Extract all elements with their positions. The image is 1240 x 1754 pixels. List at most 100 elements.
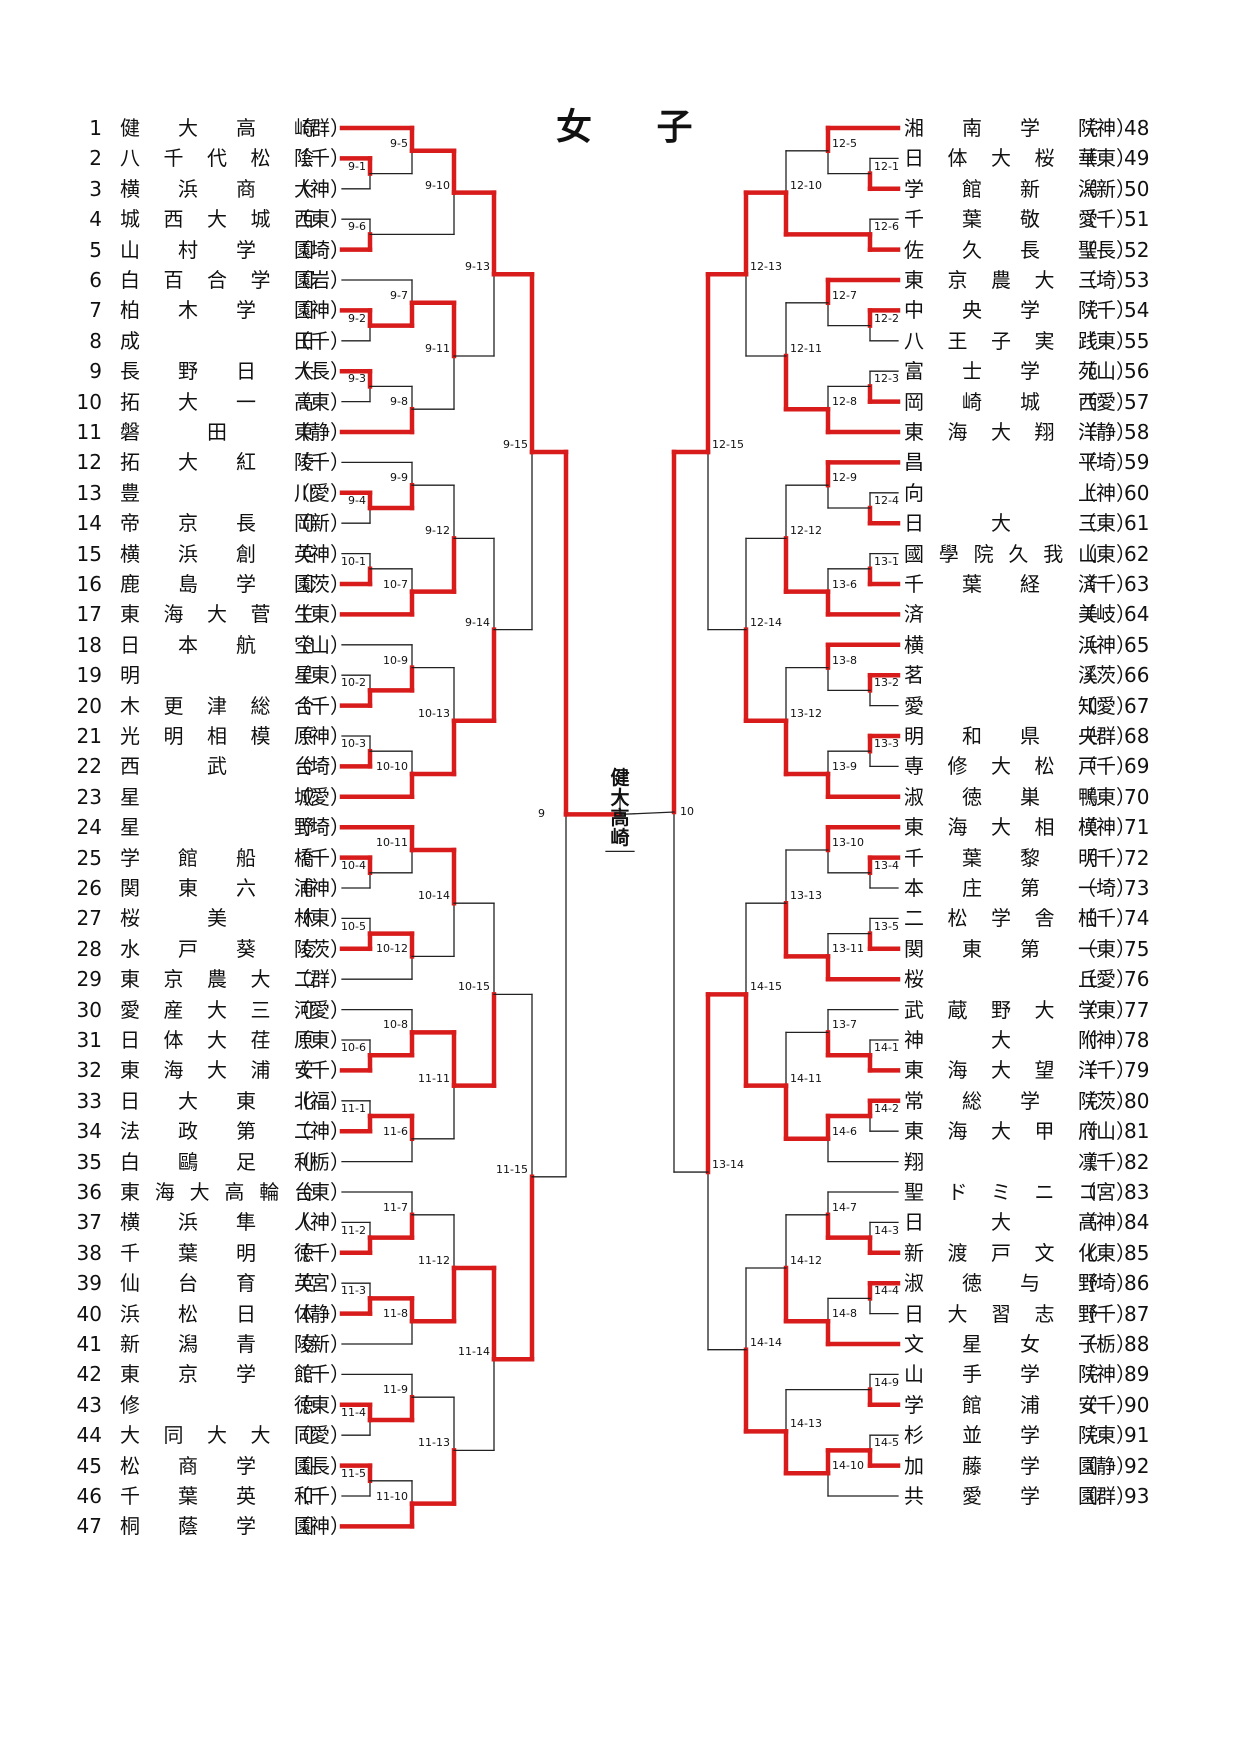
team-number: 35 [76,1149,102,1174]
team-number: 17 [76,602,102,627]
match-label: 12-14 [750,615,782,629]
team-prefecture: （千） [1076,754,1136,779]
match-label: 9-13 [465,260,490,274]
team-number: 67 [1124,693,1150,718]
team-prefecture: （埼） [1076,268,1136,292]
match-label: 10-2 [341,676,366,690]
match-label: 13-14 [712,1158,744,1172]
team-prefecture: （長） [1076,237,1136,262]
team-number: 46 [76,1484,102,1508]
team-number: 31 [76,1028,102,1052]
team-prefecture: （山） [290,632,350,657]
team-name: 新渡戸文化 [904,1240,1098,1265]
match-label: 11-12 [418,1254,450,1267]
team-name: 日大習志野 [904,1301,1098,1326]
team-name: 健大高崎 [120,116,314,140]
team-prefecture: （栃） [290,1149,350,1174]
team-number: 8 [89,328,102,353]
team-name: 佐久長聖 [904,237,1098,262]
team-prefecture: （神） [290,876,350,900]
match-label: 14-4 [874,1284,899,1298]
team-name: 日大高 [904,1210,1098,1235]
team-number: 6 [89,268,102,292]
team-name: 柏木学園 [120,298,314,323]
team-number: 43 [76,1392,102,1417]
team-number: 61 [1124,511,1150,536]
match-label: 11-10 [376,1489,408,1503]
team-name: 常総学院 [904,1088,1098,1113]
match-label: 9-11 [425,342,450,355]
team-number: 9 [89,359,102,384]
team-number: 14 [76,511,102,536]
team-number: 82 [1124,1149,1150,1174]
team-prefecture: （神） [1076,815,1136,840]
team-prefecture: （新） [1076,176,1136,201]
match-label: 14-5 [874,1436,899,1450]
team-name: 湘南学院 [904,116,1098,140]
team-number: 22 [76,754,102,779]
match-label: 14-8 [832,1307,857,1321]
team-prefecture: （神） [1076,1028,1136,1052]
team-prefecture: （千） [290,845,350,870]
team-name: 鹿島学園 [120,572,314,596]
team-number: 1 [89,116,102,140]
team-prefecture: （東） [1076,997,1136,1022]
match-label: 12-11 [790,342,822,355]
match-label: 11-6 [383,1124,408,1138]
match-label: 9-5 [390,136,408,150]
team-number: 60 [1124,480,1150,505]
team-prefecture: （愛） [1076,693,1136,718]
team-number: 72 [1124,845,1150,870]
team-prefecture: （山） [1076,1119,1136,1144]
team-prefecture: （神） [290,1514,350,1539]
team-name: 大同大大同 [120,1423,314,1448]
team-number: 25 [76,845,102,870]
final-line [619,811,675,816]
team-name: 八王子実践 [904,328,1098,353]
team-prefecture: （長） [290,1453,350,1478]
match-label: 12-6 [874,220,899,234]
team-prefecture: （千） [1076,1058,1136,1083]
match-label: 13-12 [790,706,822,720]
team-name: 豊川 [120,480,314,505]
match-label: 14-11 [790,1071,822,1085]
team-prefecture: （東） [1076,1240,1136,1265]
team-prefecture: （群） [1076,1484,1136,1508]
team-name: 西武台 [120,754,314,779]
match-label: 12-12 [790,524,822,538]
team-number: 4 [89,207,102,232]
match-label: 9-4 [348,494,366,507]
team-number: 53 [1124,268,1150,292]
team-number: 52 [1124,237,1150,262]
team-name: 淑徳巣鴨 [904,784,1098,809]
match-label: 14-10 [832,1459,864,1473]
team-prefecture: （東） [1076,541,1136,566]
match-label: 9-2 [348,311,366,325]
match-label: 11-7 [383,1200,408,1214]
team-name: 仙台育英 [120,1271,314,1296]
match-label: 10-15 [458,980,490,994]
team-name: 聖ドミニコ [904,1180,1098,1204]
team-number: 23 [76,784,102,809]
team-name: 東海大甲府 [904,1119,1098,1144]
team-prefecture: （千） [290,1058,350,1083]
team-name: 東海大高輪台 [120,1180,314,1204]
team-number: 27 [76,906,102,931]
team-prefecture: （東） [1076,146,1136,171]
team-name: 拓大紅陵 [120,450,314,475]
match-label: 10-1 [341,554,366,568]
match-label: 9-15 [503,437,528,451]
team-name: 成田 [120,328,314,353]
match-label: 13-5 [874,919,899,933]
team-name: 東海大翔洋 [904,420,1098,444]
team-prefecture: （東） [1076,511,1136,536]
team-name: 関東六浦 [120,876,314,900]
team-name: 日大東北 [120,1088,314,1113]
team-number: 62 [1124,541,1150,566]
match-label: 14-6 [832,1124,857,1138]
team-number: 84 [1124,1210,1150,1235]
team-prefecture: （千） [290,1240,350,1265]
team-name: 東京学館 [120,1362,314,1387]
match-label: 9-7 [390,288,408,302]
team-prefecture: （東） [290,389,350,414]
